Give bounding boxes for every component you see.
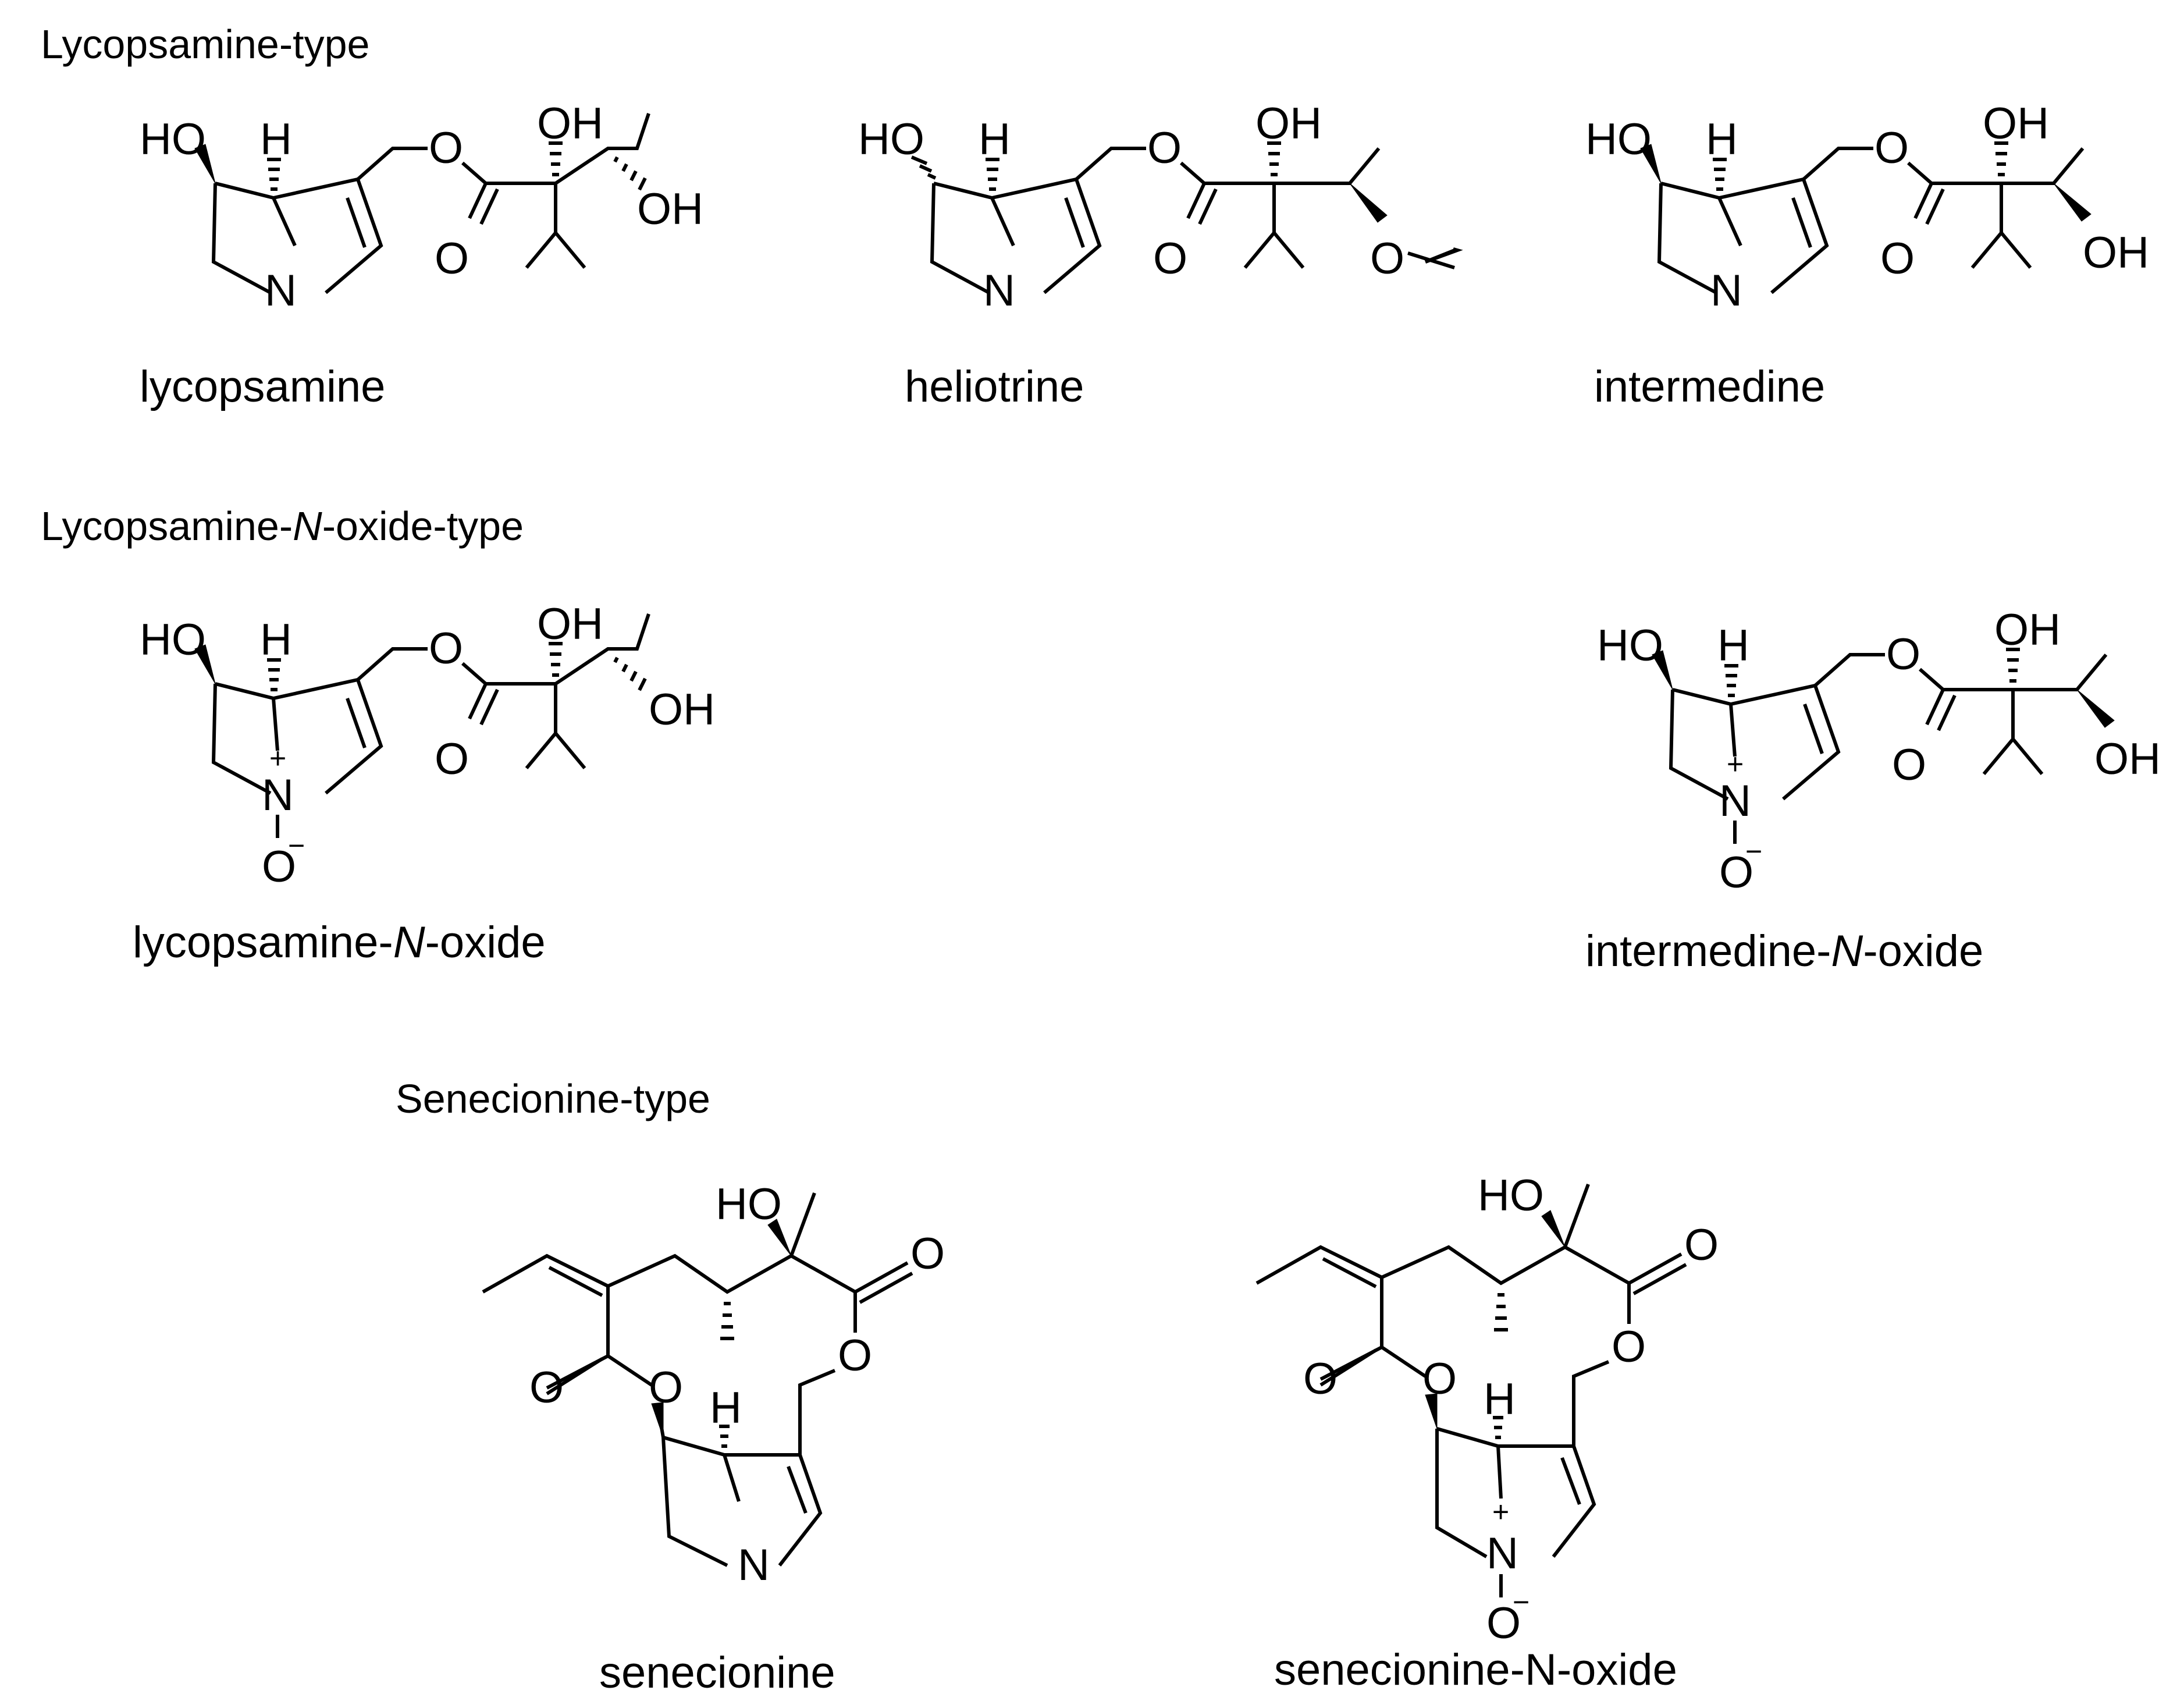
atom-n-label: N xyxy=(1486,1529,1518,1578)
atom-n-label: N xyxy=(265,266,297,315)
atom-n-label: N xyxy=(1719,776,1751,826)
atom-o-label: O xyxy=(1370,234,1404,283)
atom-o-label: O xyxy=(262,842,296,892)
charge-minus: − xyxy=(1745,835,1762,868)
atom-o-label: O xyxy=(910,1229,945,1279)
compound-name-intermedine-n-oxide: intermedine-N-oxide xyxy=(1585,926,1983,976)
section-title-lycopsamine-type: Lycopsamine-type xyxy=(41,22,369,67)
compound-name-lycopsamine: lycopsamine xyxy=(140,362,385,411)
charge-minus: − xyxy=(288,829,305,862)
atom-oh-label: OH xyxy=(2083,228,2149,278)
atom-o-label: O xyxy=(1612,1322,1646,1372)
atom-o-label: O xyxy=(1684,1220,1719,1270)
atom-n-label: N xyxy=(1710,266,1742,315)
atom-o-label: O xyxy=(429,123,463,173)
charge-plus: + xyxy=(269,742,286,775)
compound-name-heliotrine: heliotrine xyxy=(905,362,1084,411)
atom-h-label: H xyxy=(260,615,292,665)
atom-oh-label: OH xyxy=(1994,605,2061,655)
atom-o-label: O xyxy=(1892,740,1926,790)
atom-o-label: O xyxy=(838,1331,872,1380)
structure-lycopsamine: HO H N O O OH OH xyxy=(140,99,703,315)
atom-o-label: O xyxy=(435,734,469,784)
atom-o-label: O xyxy=(435,234,469,283)
atom-oh-label: OH xyxy=(1983,99,2049,148)
structure-intermedine-n-oxide: HO H + N O − O O OH OH xyxy=(1597,605,2161,897)
atom-n-label: N xyxy=(262,770,294,820)
structure-senecionine-n-oxide: HO O O O O H + N O − xyxy=(1255,1171,1719,1648)
atom-o-label: O xyxy=(1153,234,1187,283)
compound-name-senecionine-n-oxide: senecionine-N-oxide xyxy=(1274,1645,1677,1695)
atom-h-label: H xyxy=(260,115,292,164)
atom-o-label: O xyxy=(429,624,463,673)
atom-ho-label: HO xyxy=(1597,621,1663,670)
structure-heliotrine: HO H N O O OH O xyxy=(858,99,1463,315)
charge-plus: + xyxy=(1492,1496,1509,1528)
atom-ho-label: HO xyxy=(1478,1171,1544,1220)
atom-ho-label: HO xyxy=(716,1180,782,1229)
charge-minus: − xyxy=(1513,1586,1529,1618)
atom-n-label: N xyxy=(983,266,1015,315)
atom-h-label: H xyxy=(1484,1375,1516,1424)
atom-h-label: H xyxy=(710,1383,742,1433)
atom-ho-label: HO xyxy=(140,115,206,164)
structure-intermedine: HO H N O O OH OH xyxy=(1585,99,2149,315)
atom-oh-label: OH xyxy=(537,599,603,649)
compound-name-senecionine: senecionine xyxy=(599,1648,835,1698)
atom-oh-label: OH xyxy=(649,685,715,734)
atom-o-label: O xyxy=(1719,848,1753,897)
section-title-noxide-type: Lycopsamine-N-oxide-type xyxy=(41,503,524,549)
section-title-senecionine-type: Senecionine-type xyxy=(396,1076,710,1121)
atom-oh-label: OH xyxy=(2094,734,2161,784)
compound-name-lycopsamine-n-oxide: lycopsamine-N-oxide xyxy=(133,918,546,967)
atom-oh-label: OH xyxy=(637,184,703,234)
compound-name-intermedine: intermedine xyxy=(1594,362,1825,411)
atom-o-label: O xyxy=(1874,123,1909,173)
atom-o-label: O xyxy=(649,1363,683,1412)
atom-ho-label: HO xyxy=(858,115,924,164)
atom-oh-label: OH xyxy=(1255,99,1322,148)
atom-h-label: H xyxy=(979,115,1011,164)
structure-lycopsamine-n-oxide: HO H + N O − O O OH OH xyxy=(140,599,715,892)
atom-oh-label: OH xyxy=(537,99,603,148)
charge-plus: + xyxy=(1727,748,1744,780)
atom-o-label: O xyxy=(1303,1354,1338,1404)
atom-n-label: N xyxy=(738,1540,770,1590)
atom-ho-label: HO xyxy=(140,615,206,665)
atom-o-label: O xyxy=(1486,1599,1521,1648)
atom-o-label: O xyxy=(1880,234,1915,283)
atom-o-label: O xyxy=(1147,123,1182,173)
atom-h-label: H xyxy=(1717,621,1749,670)
atom-o-label: O xyxy=(529,1363,564,1412)
atom-o-label: O xyxy=(1886,630,1920,679)
structure-senecionine: HO O O O O H N xyxy=(482,1180,945,1590)
atom-ho-label: HO xyxy=(1585,115,1652,164)
atom-o-label: O xyxy=(1422,1354,1457,1404)
atom-h-label: H xyxy=(1706,115,1738,164)
